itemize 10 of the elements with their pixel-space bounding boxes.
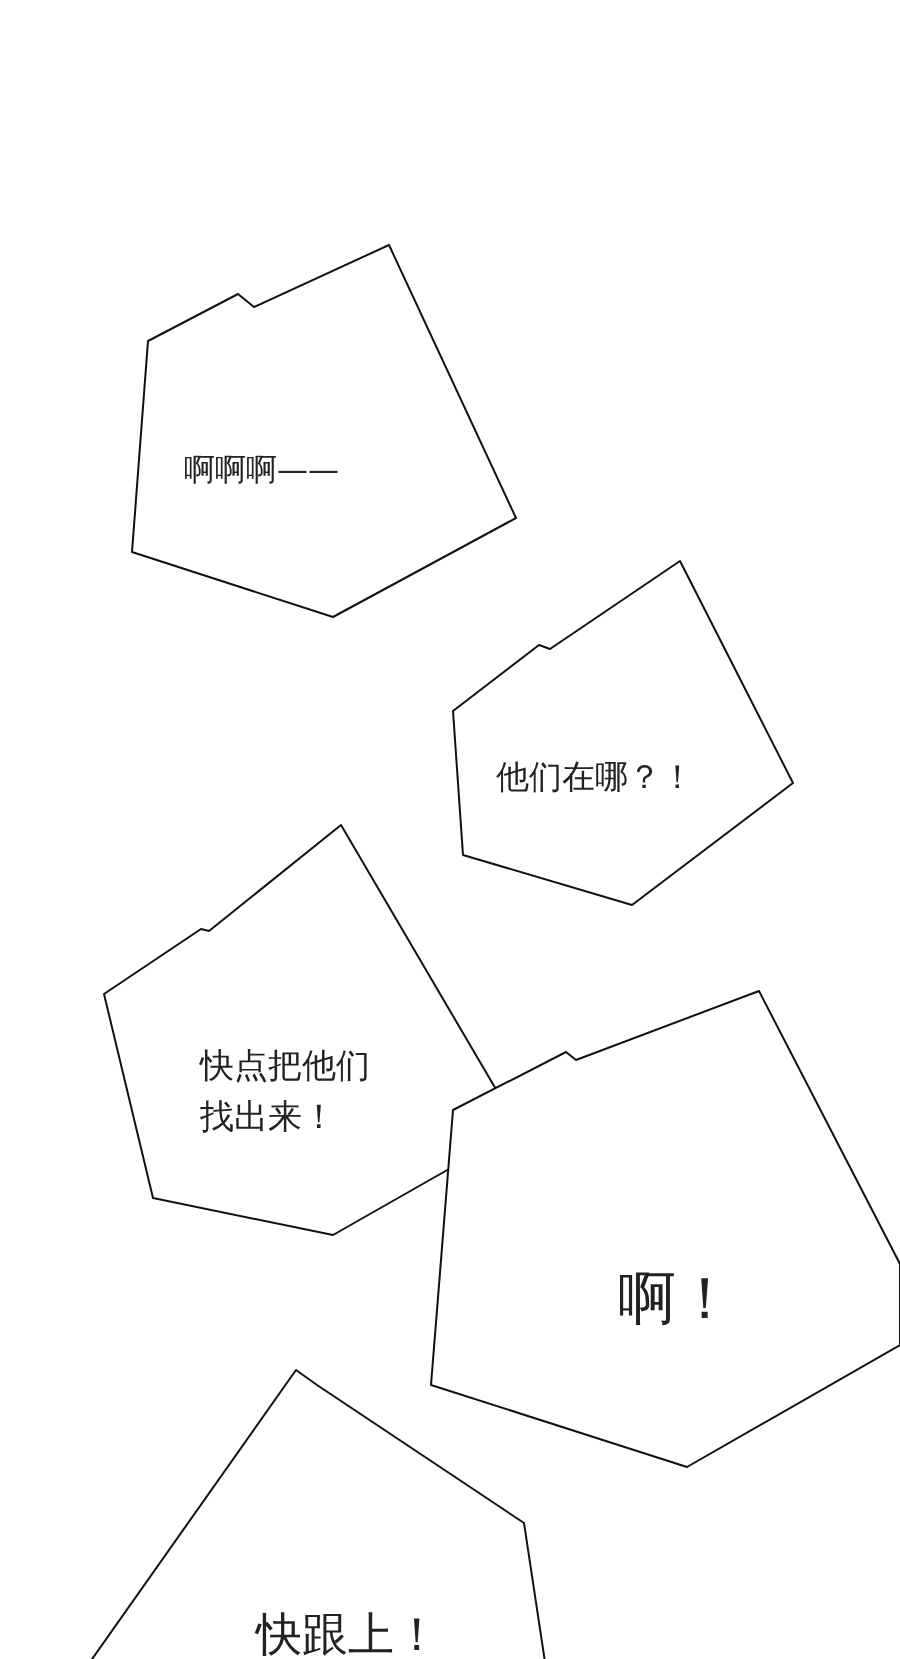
speech-text: 啊啊啊—— [184,450,339,489]
speech-text: 啊！ [618,1263,734,1334]
speech-bubble [429,989,900,1469]
speech-bubble [88,1368,547,1659]
speech-bubble [451,559,795,907]
speech-text: 他们在哪？！ [496,756,694,798]
speech-text: 快跟上！ [256,1606,440,1659]
speech-bubble [130,243,518,619]
speech-text: 快点把他们找出来！ [200,1044,371,1138]
speech-bubble [102,823,499,1237]
